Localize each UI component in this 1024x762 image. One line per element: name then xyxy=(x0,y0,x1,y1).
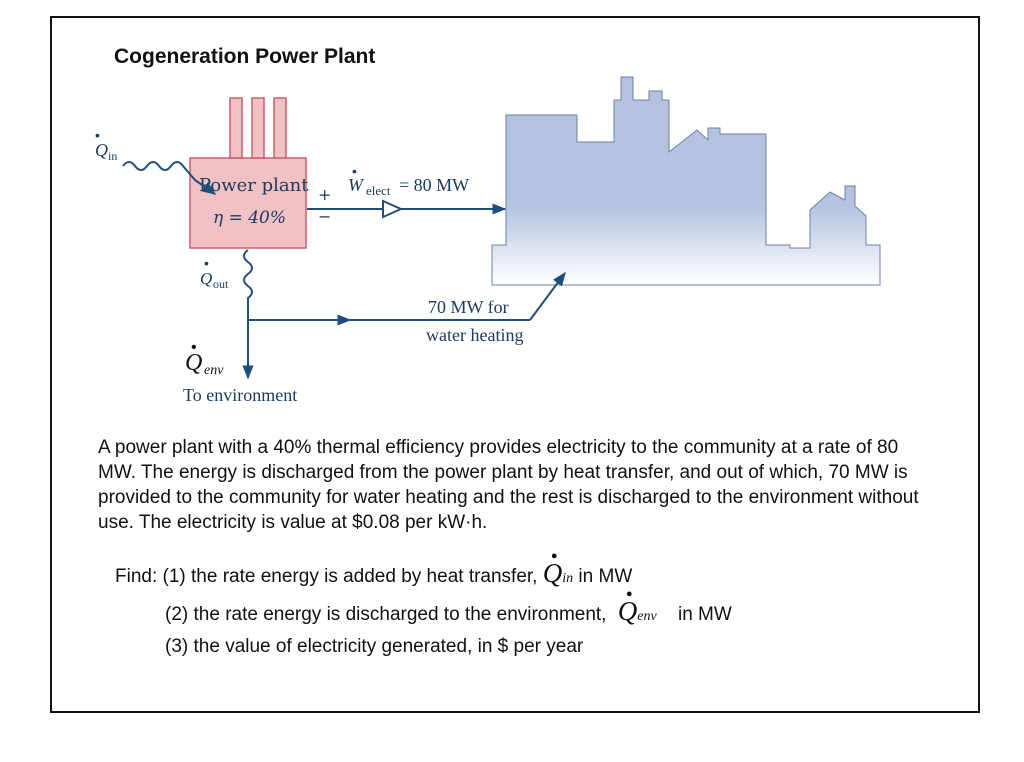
problem-statement: A power plant with a 40% thermal efficie… xyxy=(98,437,919,533)
w-elect-dot: • xyxy=(352,163,357,179)
find-item-2-suffix: in MW xyxy=(677,604,732,625)
slide-frame xyxy=(50,16,980,713)
water-heating-label-1: 70 MW for xyxy=(428,297,509,317)
to-environment-label: To environment xyxy=(183,385,297,405)
find-item-1: Find: (1) the rate energy is added by he… xyxy=(115,546,633,589)
plus-sign: + xyxy=(318,185,331,204)
q-in-arrow xyxy=(122,161,217,195)
find-item-1-prefix: Find: (1) the rate energy is added by he… xyxy=(115,566,538,587)
q-in-sub: in xyxy=(108,149,117,163)
q-out-dot: • xyxy=(204,255,209,271)
page-title: Cogeneration Power Plant xyxy=(114,45,376,68)
q-env-symbol-text: •Qenv xyxy=(617,584,657,626)
find-item-2: (2) the rate energy is discharged to the… xyxy=(165,584,732,627)
cogeneration-diagram: Power plant η = 40% • Q in + − • W elect… xyxy=(95,76,881,405)
w-elect-sub: elect xyxy=(366,183,391,198)
water-heating-arrow-up xyxy=(529,271,566,321)
find-item-1-suffix: in MW xyxy=(578,566,633,587)
q-out-wave xyxy=(243,249,253,332)
hollow-arrowhead xyxy=(382,199,404,219)
q-out-sub: out xyxy=(213,277,229,291)
q-env-symbol: Q xyxy=(185,350,202,376)
plant-label: Power plant xyxy=(199,175,309,196)
power-plant: Power plant η = 40% xyxy=(189,97,309,249)
community-skyline xyxy=(491,76,881,286)
smokestack xyxy=(251,97,265,159)
q-env-dot: • xyxy=(191,339,197,356)
w-elect-symbol: W xyxy=(348,175,365,195)
efficiency-label: η = 40% xyxy=(213,208,286,228)
q-out-symbol: Q xyxy=(200,269,212,288)
w-elect-value: = 80 MW xyxy=(399,175,469,195)
minus-sign: − xyxy=(318,207,331,226)
smokestack xyxy=(229,97,243,159)
q-in-symbol: Q xyxy=(95,140,108,160)
smokestack xyxy=(273,97,287,159)
find-item-3: (3) the value of electricity generated, … xyxy=(165,636,584,657)
q-env-sub: env xyxy=(204,363,224,378)
find-item-2-prefix: (2) the rate energy is discharged to the… xyxy=(165,604,607,625)
q-in-dot: • xyxy=(95,127,100,143)
water-heating-label-2: water heating xyxy=(426,325,523,345)
q-in-symbol-text: •Qin xyxy=(542,546,574,588)
